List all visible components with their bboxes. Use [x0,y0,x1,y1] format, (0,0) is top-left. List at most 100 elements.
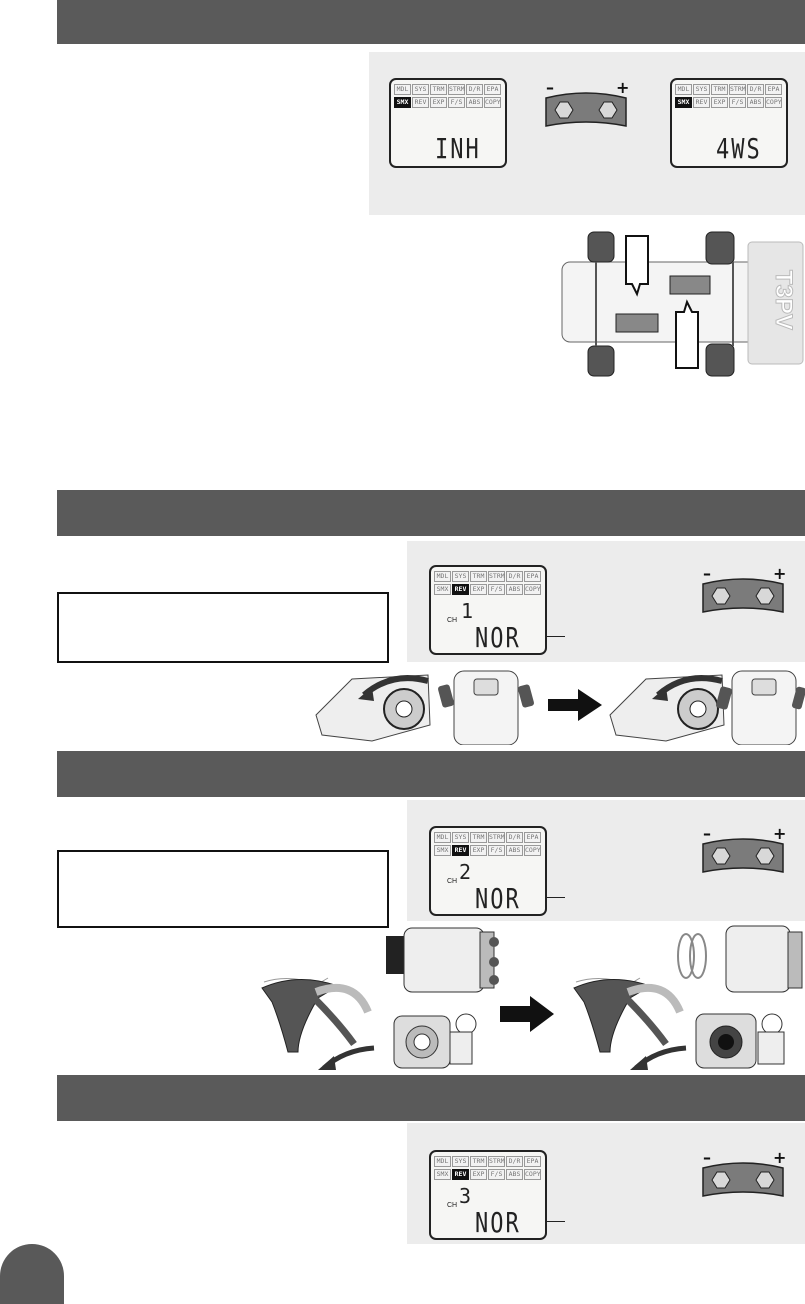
menu-exp: EXP [711,97,728,108]
menu-exp: EXP [470,845,487,856]
menu-strm: STRM [488,1156,505,1167]
menu-sys: SYS [452,1156,469,1167]
menu-trm: TRM [470,832,487,843]
menu-strm: STRM [488,571,505,582]
menu-trm: TRM [430,84,447,95]
throttle-reverse-illustration [258,922,805,1070]
menu-mdl: MDL [434,571,451,582]
lcd-value: NOR [475,884,521,916]
menu-mdl: MDL [394,84,411,95]
note-box-2 [57,850,389,928]
menu-mdl: MDL [434,832,451,843]
menu-copy: COPY [524,584,541,595]
car-top-view-illustration: T3PV [548,228,805,380]
menu-copy: COPY [524,845,541,856]
trigger-icon [261,925,803,1070]
menu-dr: D/R [506,1156,523,1167]
minus-label: – [703,564,711,583]
lcd-display-rev-ch1: MDL SYS TRM STRM D/R EPA SMX REV EXP F/S… [429,565,547,655]
arrow-right-icon [548,689,602,721]
lcd-pointer-line [546,886,565,898]
note-box-1 [57,592,389,663]
menu-sys: SYS [412,84,429,95]
menu-dr: D/R [747,84,764,95]
menu-copy: COPY [484,97,501,108]
minus-label: – [546,78,554,97]
menu-mdl: MDL [434,1156,451,1167]
menu-trm: TRM [470,1156,487,1167]
lcd-pointer-line [546,1210,565,1222]
menu-sys: SYS [693,84,710,95]
menu-rev-active: REV [452,584,469,595]
ch-label: CH [447,878,458,885]
menu-rev: REV [412,97,429,108]
lcd-menu: MDL SYS TRM STRM D/R EPA SMX REV EXP F/S… [394,84,501,108]
minus-plus-buttons[interactable]: – + [697,1148,789,1202]
button-pad-icon [702,578,784,613]
button-pad-icon [702,838,784,873]
menu-exp: EXP [470,584,487,595]
section-header-bar-3 [57,751,805,797]
menu-copy: COPY [524,1169,541,1180]
lcd-menu: MDL SYS TRM STRM D/R EPA SMX REV EXP F/S… [434,571,541,595]
steering-wheel-icon [315,670,805,746]
menu-mdl: MDL [675,84,692,95]
minus-plus-buttons[interactable]: – + [540,78,632,132]
section-header-bar-1 [57,0,805,44]
menu-fs: F/S [729,97,746,108]
menu-sys: SYS [452,571,469,582]
ch-number: 3 [459,1184,472,1208]
section-header-bar-2 [57,490,805,536]
lcd-value: 4WS [716,134,762,166]
menu-abs: ABS [466,97,483,108]
menu-rev-active: REV [452,845,469,856]
motor-icon [386,936,404,974]
menu-fs: F/S [488,584,505,595]
ch-number: 2 [459,860,472,884]
plus-label: + [773,824,787,843]
lcd-display-rev-ch2: MDL SYS TRM STRM D/R EPA SMX REV EXP F/S… [429,826,547,916]
menu-strm: STRM [488,832,505,843]
lcd-pointer-line [546,625,565,637]
lcd-menu: MDL SYS TRM STRM D/R EPA SMX REV EXP F/S… [434,832,541,856]
menu-epa: EPA [524,1156,541,1167]
minus-label: – [703,824,711,843]
menu-epa: EPA [484,84,501,95]
ch-label: CH [447,1202,458,1209]
car-top-view-icon: T3PV [561,231,804,377]
menu-sys: SYS [452,832,469,843]
ch-number: 1 [461,599,474,623]
lcd-value: NOR [475,623,521,655]
menu-trm: TRM [711,84,728,95]
menu-abs: ABS [506,584,523,595]
minus-label: – [703,1148,711,1167]
button-pad-icon [545,92,627,127]
page-tab [0,1244,64,1304]
plus-label: + [616,78,630,97]
lcd-display-rev-ch3: MDL SYS TRM STRM D/R EPA SMX REV EXP F/S… [429,1150,547,1240]
menu-exp: EXP [430,97,447,108]
lcd-display-smx-4ws: MDL SYS TRM STRM D/R EPA SMX REV EXP F/S… [670,78,788,168]
menu-abs: ABS [506,1169,523,1180]
menu-epa: EPA [524,571,541,582]
plus-label: + [773,1148,787,1167]
menu-trm: TRM [470,571,487,582]
minus-plus-buttons[interactable]: – + [697,564,789,618]
menu-dr: D/R [506,832,523,843]
menu-fs: F/S [448,97,465,108]
menu-epa: EPA [765,84,782,95]
menu-abs: ABS [747,97,764,108]
menu-strm: STRM [729,84,746,95]
car-label: T3PV [770,270,797,330]
menu-dr: D/R [466,84,483,95]
button-pad-icon [702,1162,784,1197]
menu-dr: D/R [506,571,523,582]
menu-epa: EPA [524,832,541,843]
menu-copy: COPY [765,97,782,108]
menu-fs: F/S [488,845,505,856]
minus-plus-buttons[interactable]: – + [697,824,789,878]
menu-strm: STRM [448,84,465,95]
steering-reverse-illustration [312,665,805,746]
lcd-menu: MDL SYS TRM STRM D/R EPA SMX REV EXP F/S… [434,1156,541,1180]
menu-rev: REV [693,97,710,108]
